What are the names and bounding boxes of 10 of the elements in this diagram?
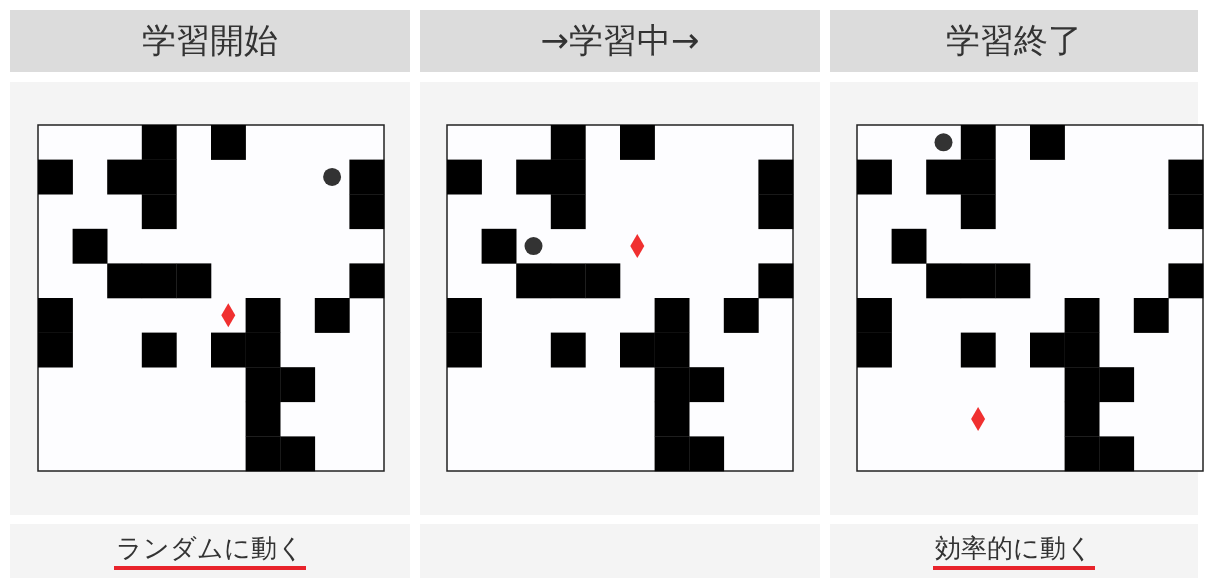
caption-text: ランダムに動く [114, 532, 306, 570]
header-band [420, 10, 820, 72]
header-text: 学習終了 [946, 19, 1082, 62]
caption-text: 効率的に動く [933, 532, 1095, 570]
caption-band [10, 524, 410, 578]
header-text: →学習中→ [540, 19, 700, 62]
header-text: 学習開始 [142, 19, 278, 62]
header-band [10, 10, 410, 72]
caption-band [830, 524, 1198, 578]
header-band [830, 10, 1198, 72]
